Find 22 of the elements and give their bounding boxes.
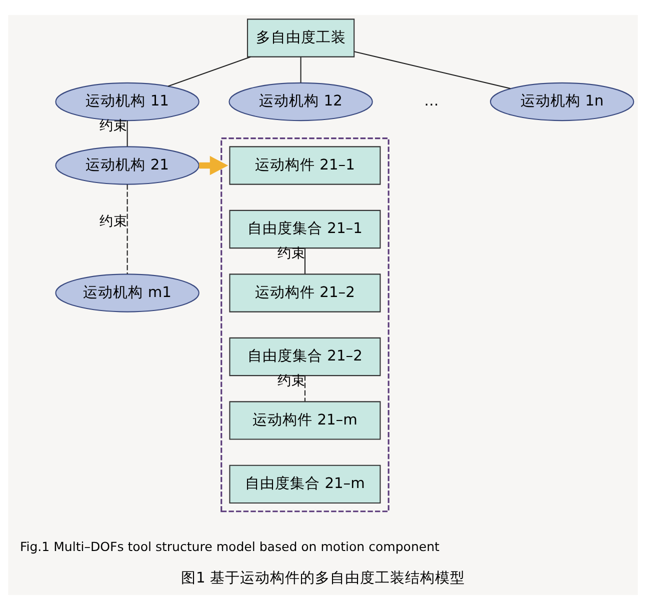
node-box: 多自由度工装	[246, 18, 355, 57]
caption: 图1 基于运动构件的多自由度工装结构模型	[181, 569, 465, 586]
edge-label: 约束	[100, 212, 128, 229]
node-box: 运动构件 21–m	[229, 400, 381, 440]
connector	[304, 248, 306, 274]
node-box: 运动构件 21–1	[229, 146, 381, 184]
node-ellipse: 运动机构 m1	[55, 273, 200, 312]
node-box: 运动构件 21–2	[229, 273, 381, 312]
cluster	[220, 137, 390, 512]
arrow	[199, 155, 228, 175]
node-ellipse: 运动机构 1n	[490, 82, 634, 121]
node-ellipse: 运动机构 21	[55, 146, 200, 184]
connector	[354, 50, 511, 89]
connector	[300, 56, 302, 82]
connector	[126, 120, 128, 146]
label: Fig.1 Multi–DOFs tool structure model based on motion component	[20, 538, 440, 554]
node-box: 自由度集合 21–m	[229, 464, 381, 504]
connector	[168, 56, 251, 86]
connector	[304, 375, 306, 401]
label: …	[424, 92, 439, 110]
node-ellipse: 运动机构 12	[228, 82, 373, 121]
connector	[126, 184, 128, 274]
